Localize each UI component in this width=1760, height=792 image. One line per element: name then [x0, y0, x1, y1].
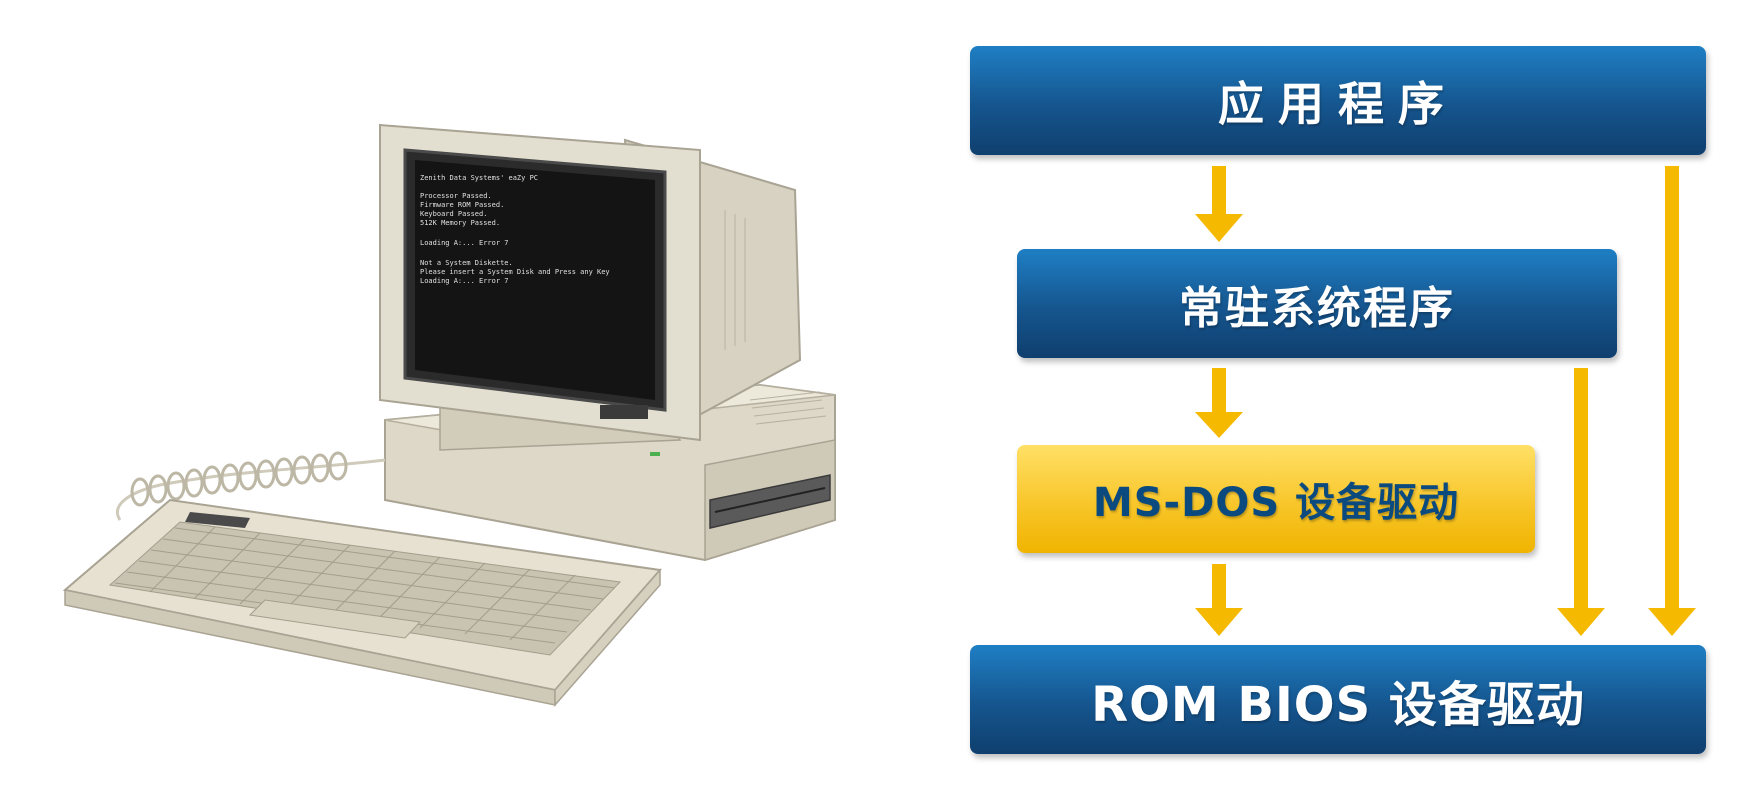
rom-bios-driver-label: ROM BIOS 设备驱动 [1091, 676, 1585, 733]
svg-text:Loading A:... Error 7: Loading A:... Error 7 [420, 277, 509, 285]
keyboard [62, 498, 662, 707]
svg-text:Firmware ROM Passed.: Firmware ROM Passed. [420, 201, 504, 209]
arrow-tsr-to-bios [1557, 368, 1605, 636]
resident-system-program-box: 常驻系统程序 [1017, 249, 1617, 358]
svg-text:Loading A:... Error 7: Loading A:... Error 7 [420, 239, 509, 247]
svg-text:512K Memory Passed.: 512K Memory Passed. [420, 219, 500, 227]
svg-text:Keyboard Passed.: Keyboard Passed. [420, 210, 487, 218]
msdos-driver-label: MS-DOS 设备驱动 [1092, 480, 1460, 526]
crt-monitor: Zenith Data Systems' eaZy PC Processor P… [379, 123, 802, 442]
svg-text:Zenith Data Systems' eaZy PC: Zenith Data Systems' eaZy PC [420, 174, 538, 182]
vintage-computer-image: Zenith Data Systems' eaZy PC Processor P… [62, 123, 836, 707]
resident-system-program-label: 常驻系统程序 [1179, 282, 1455, 334]
svg-text:Processor Passed.: Processor Passed. [420, 192, 492, 200]
application-box: 应用程序 [970, 46, 1706, 155]
arrow-tsr-to-msdos [1195, 368, 1243, 438]
svg-text:Please insert a System Disk an: Please insert a System Disk and Press an… [420, 268, 610, 276]
arrow-app-to-tsr [1195, 166, 1243, 242]
svg-text:Not a System Diskette.: Not a System Diskette. [420, 259, 513, 267]
arrow-msdos-to-bios [1195, 564, 1243, 636]
arrow-app-to-bios [1648, 166, 1696, 636]
rom-bios-driver-box: ROM BIOS 设备驱动 [970, 645, 1706, 754]
msdos-driver-box: MS-DOS 设备驱动 [1017, 445, 1535, 553]
application-label: 应用程序 [1218, 76, 1458, 131]
